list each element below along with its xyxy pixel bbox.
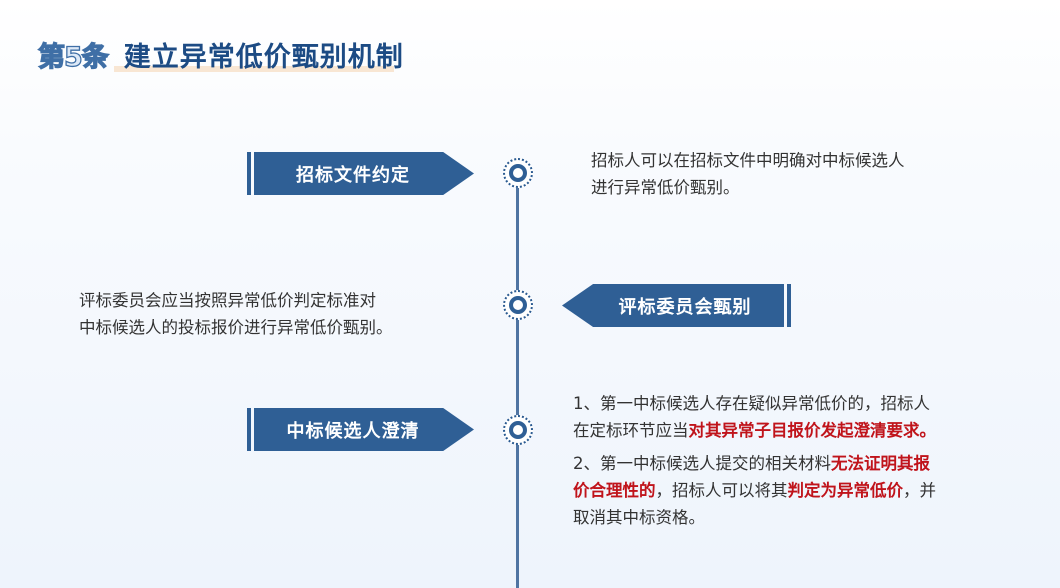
plain-text: 2、第一中标候选人提交的相关材料	[573, 454, 831, 473]
plain-text: ，并	[903, 481, 936, 500]
label-bar-accent	[247, 408, 251, 451]
label-bar-accent	[787, 284, 791, 327]
plain-text: 在定标环节应当	[573, 421, 689, 440]
description-bidding-documents: 招标人可以在招标文件中明确对中标候选人 进行异常低价甄别。	[591, 147, 905, 201]
timeline-label-bidding-documents: 招标文件约定	[254, 152, 474, 195]
clarification-point-1: 1、第一中标候选人存在疑似异常低价的，招标人 在定标环节应当对其异常子目报价发起…	[573, 390, 936, 444]
point-line: 取消其中标资格。	[573, 508, 705, 527]
highlighted-text: 对其异常子目报价发起澄清要求。	[688, 421, 937, 440]
point-line: 价合理性的，招标人可以将其判定为异常低价，并	[573, 477, 936, 504]
timeline-label-candidate-clarification: 中标候选人澄清	[254, 408, 474, 451]
description-line: 招标人可以在招标文件中明确对中标候选人	[591, 151, 905, 170]
description-candidate-clarification: 1、第一中标候选人存在疑似异常低价的，招标人 在定标环节应当对其异常子目报价发起…	[573, 390, 936, 537]
point-line: 1、第一中标候选人存在疑似异常低价的，招标人	[573, 394, 930, 413]
title-heading: 建立异常低价甄别机制	[113, 35, 404, 74]
description-committee-review: 评标委员会应当按照异常低价判定标准对 中标候选人的投标报价进行异常低价甄别。	[79, 287, 393, 341]
highlighted-text: 无法证明其报	[831, 454, 930, 473]
timeline-node-icon	[503, 290, 533, 320]
clarification-point-2: 2、第一中标候选人提交的相关材料无法证明其报 价合理性的，招标人可以将其判定为异…	[573, 450, 936, 531]
timeline-node-icon	[503, 415, 533, 445]
description-line: 评标委员会应当按照异常低价判定标准对	[79, 291, 376, 310]
description-line: 进行异常低价甄别。	[591, 178, 740, 197]
article-number: 第5条	[37, 41, 109, 73]
label-bar-accent	[247, 152, 251, 195]
point-line: 2、第一中标候选人提交的相关材料无法证明其报	[573, 450, 936, 477]
plain-text: ，招标人可以将其	[655, 481, 788, 500]
highlighted-text: 价合理性的	[573, 481, 656, 500]
timeline-node-icon	[503, 158, 533, 188]
point-line: 在定标环节应当对其异常子目报价发起澄清要求。	[573, 417, 936, 444]
slide-title: 第5条 建立异常低价甄别机制	[37, 34, 404, 74]
timeline-label-committee-review: 评标委员会甄别	[562, 284, 784, 327]
description-line: 中标候选人的投标报价进行异常低价甄别。	[79, 318, 393, 337]
timeline-line	[516, 188, 519, 588]
highlighted-text: 判定为异常低价	[787, 481, 904, 500]
